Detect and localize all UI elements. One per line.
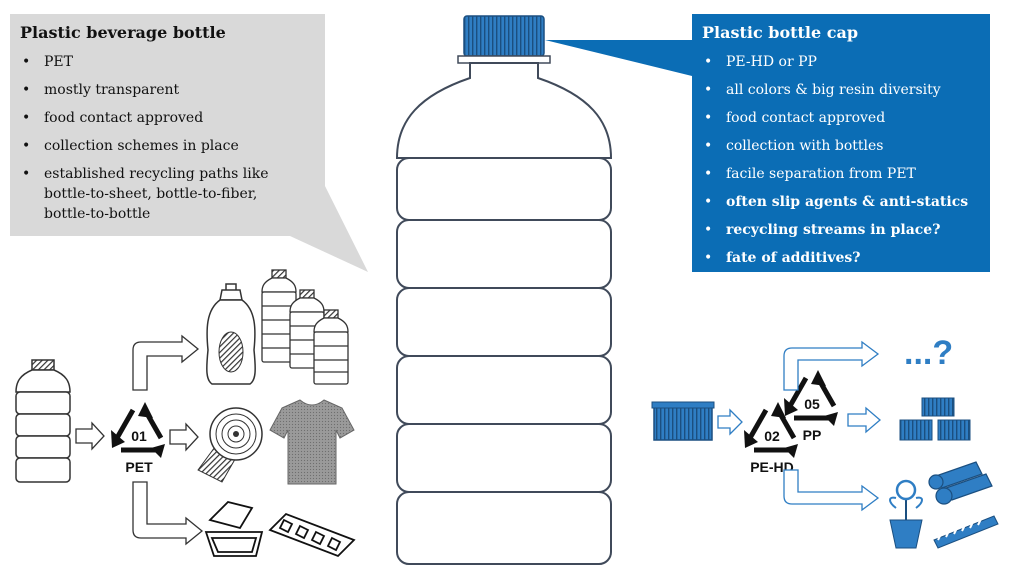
list-item: collection with bottles	[726, 138, 884, 154]
bullet: •	[704, 194, 712, 210]
pp-label: PP	[803, 427, 822, 443]
list-item: food contact approved	[726, 110, 885, 126]
bottle-segment	[396, 423, 612, 493]
list-item: bottle-to-bottle	[44, 206, 150, 222]
arrow-to-cap-symbols	[717, 408, 743, 436]
crates-icon	[899, 397, 971, 441]
right-callout-list: • PE-HD or PP • all colors & big resin d…	[704, 54, 968, 266]
pe-hd-recycling-symbol: 02 PE-HD	[744, 402, 798, 475]
pe-hd-label: PE-HD	[750, 459, 794, 475]
list-item: food contact approved	[44, 110, 203, 126]
unknown-output-label: ...?	[904, 334, 953, 372]
bottle-cap	[463, 15, 545, 57]
bullet: •	[22, 110, 30, 126]
pet-recycling-symbol: 01 PET	[111, 402, 165, 475]
arrow-to-unknown	[783, 340, 880, 391]
left-callout: Plastic beverage bottle • PET • mostly t…	[10, 14, 368, 272]
bullet: •	[22, 82, 30, 98]
arrow-to-containers	[847, 406, 881, 434]
list-item: PE-HD or PP	[726, 54, 817, 70]
bullet: •	[704, 250, 712, 266]
bottle-shoulder	[395, 62, 613, 159]
big-bottle	[395, 15, 613, 565]
bullet: •	[22, 138, 30, 154]
food-tray-icon	[204, 501, 264, 557]
bottle-segment	[396, 157, 612, 221]
pp-code: 05	[804, 396, 820, 412]
pe-hd-code: 02	[764, 428, 780, 444]
bottle-segment	[396, 287, 612, 357]
right-callout-box	[545, 14, 990, 272]
bullet: •	[22, 166, 30, 182]
pet-label: PET	[125, 459, 153, 475]
bullet: •	[22, 54, 30, 70]
pet-flow: 01 PET	[15, 269, 356, 558]
list-item: mostly transparent	[44, 82, 180, 98]
list-item: bottle-to-sheet, bottle-to-fiber,	[44, 186, 257, 202]
bottle-segment	[396, 355, 612, 425]
pipes-icon	[928, 461, 993, 505]
list-item: often slip agents & anti-statics	[726, 194, 968, 210]
list-item: established recycling paths like	[44, 166, 269, 182]
list-item: fate of additives?	[726, 250, 860, 266]
blister-pack-icon	[268, 512, 356, 558]
detergent-bottle-icon	[206, 283, 256, 385]
left-callout-title: Plastic beverage bottle	[20, 23, 226, 42]
water-bottles-icon	[261, 269, 349, 385]
small-bottle-icon	[15, 359, 71, 483]
tshirt-icon	[269, 399, 355, 485]
left-callout-list: • PET • mostly transparent • food contac…	[22, 54, 269, 222]
flower-pot-icon	[889, 479, 923, 549]
bullet: •	[704, 166, 712, 182]
bottle-cap-ring	[457, 55, 551, 64]
list-item: PET	[44, 54, 74, 70]
arrow-to-products	[783, 469, 880, 512]
left-callout-box	[10, 14, 368, 272]
cap-flow: 02 PE-HD 05 PP ...?	[651, 334, 999, 549]
list-item: all colors & big resin diversity	[726, 82, 941, 98]
bullet: •	[704, 138, 712, 154]
bottle-segment	[396, 491, 612, 565]
bullet: •	[704, 54, 712, 70]
cap-icon	[651, 401, 715, 441]
list-item: recycling streams in place?	[726, 222, 940, 238]
arrow-to-pet-icon	[75, 421, 105, 451]
right-callout-title: Plastic bottle cap	[702, 23, 858, 42]
arrow-to-fiber	[169, 422, 199, 452]
bullet: •	[704, 110, 712, 126]
fiber-roll-icon	[197, 407, 263, 483]
list-item: facile separation from PET	[726, 166, 917, 182]
arrow-to-trays	[132, 481, 204, 546]
bullet: •	[704, 222, 712, 238]
corrugated-sheet-icon	[933, 515, 999, 549]
bottle-segment	[396, 219, 612, 289]
right-callout: Plastic bottle cap • PE-HD or PP • all c…	[545, 14, 990, 272]
bullet: •	[704, 82, 712, 98]
pet-code: 01	[131, 428, 147, 444]
list-item: collection schemes in place	[44, 138, 239, 154]
arrow-to-bottles	[132, 334, 200, 391]
